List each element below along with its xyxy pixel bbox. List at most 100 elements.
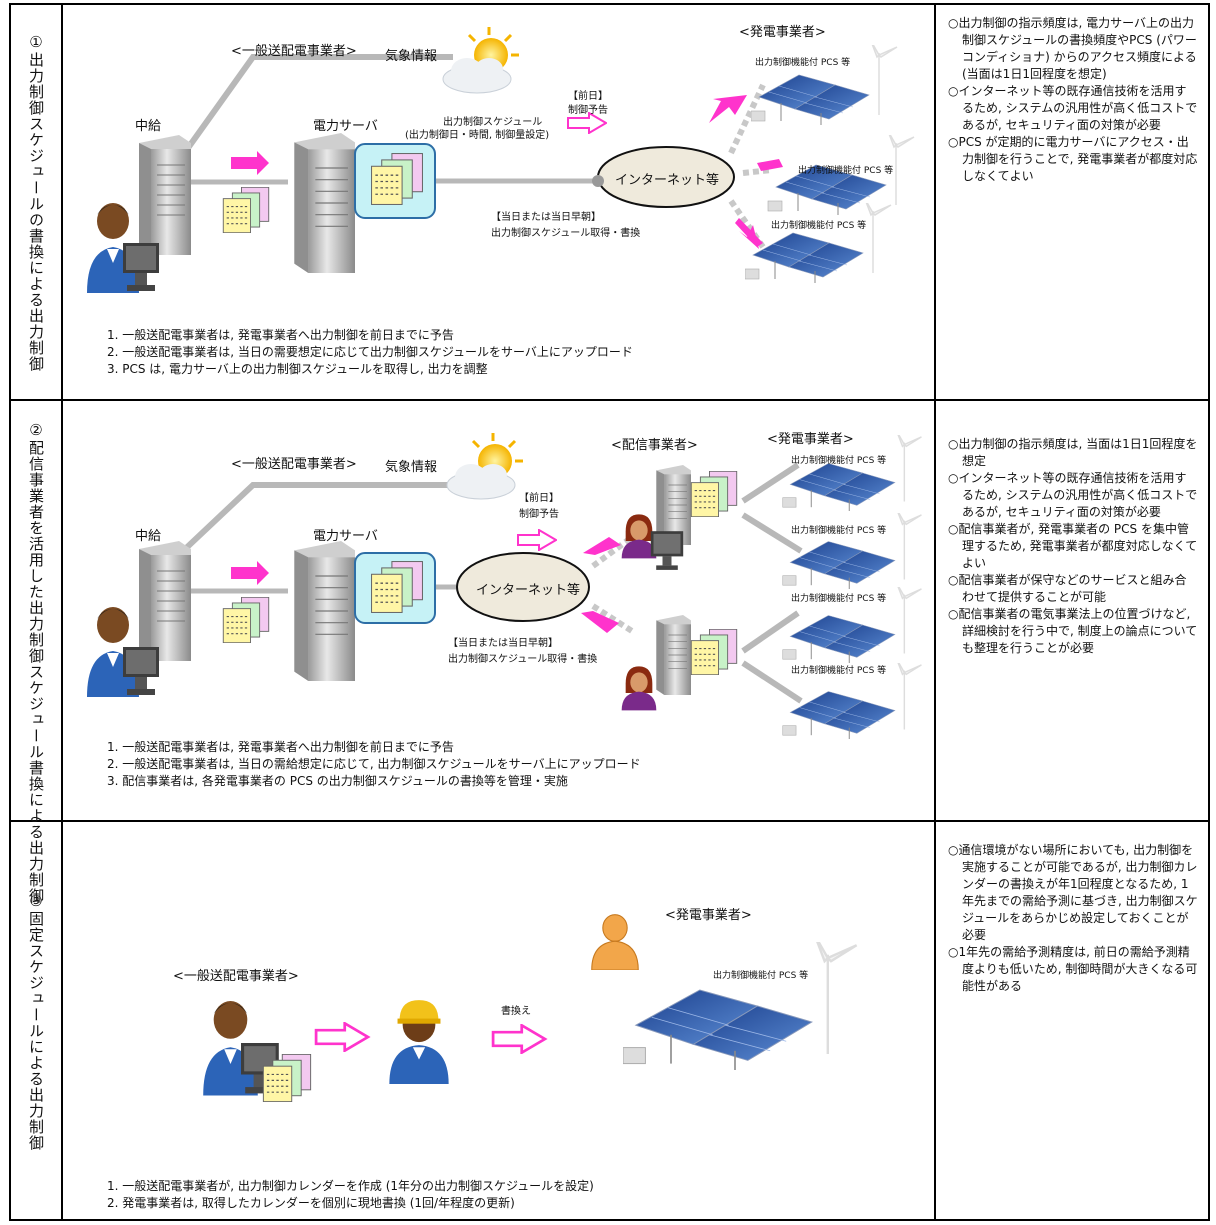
internet-bubble-2: [456, 552, 590, 622]
solar-farm-3-icon: [745, 203, 892, 283]
row2-drawing: [87, 431, 923, 739]
weather-icon-2: [445, 431, 525, 501]
distributor-monitor-1: [650, 531, 684, 570]
same-day-label-2: 【当日または当日早朝】: [448, 638, 558, 649]
distributor-label: <配信事業者>: [611, 438, 698, 453]
server-label-2: 電力サーバ: [313, 529, 378, 544]
note: ○PCS が定期的に電力サーバにアクセス・出力制御を行うことで, 発電事業者が都…: [948, 135, 1198, 183]
generator-person-icon: [587, 908, 643, 970]
row3-steps: 1. 一般送配電事業者が, 出力制御カレンダーを作成 (1年分の出力制御スケジュ…: [107, 1178, 594, 1212]
arrow-prev-notice: [567, 112, 607, 134]
solar-farm-5-icon: [782, 513, 923, 589]
step: 2. 一般送配電事業者は, 当日の需要想定に応じて出力制御スケジュールをサーバ上…: [107, 345, 633, 359]
pcs-label-8: 出力制御機能付 PCS 等: [713, 971, 809, 981]
server-label: 電力サーバ: [313, 119, 378, 134]
note: ○1年先の需給予測精度は, 前日の需給予測精度よりも低いため, 制御時間が大きく…: [948, 945, 1198, 993]
row1-label-text: ①出力制御スケジュールの書換による出力制御: [27, 32, 45, 372]
pcs-label-6: 出力制御機能付 PCS 等: [791, 594, 887, 604]
note: ○出力制御の指示頻度は, 当面は1日1回程度を想定: [948, 437, 1198, 468]
step: 1. 一般送配電事業者は, 発電事業者へ出力制御を前日までに予告: [107, 740, 454, 754]
step: 3. 配信事業者は, 各発電事業者の PCS の出力制御スケジュールの書換等を管…: [107, 774, 568, 788]
general-operator-label: <一般送配電事業者>: [231, 44, 357, 59]
arrow-bottom-to-internet: [735, 218, 763, 247]
power-server-icon-2: [293, 541, 355, 681]
calendar-docs-icon-2: [222, 597, 270, 643]
general-operator-label-2: <一般送配電事業者>: [231, 457, 357, 472]
note: ○出力制御の指示頻度は, 電力サーバ上の出力制御スケジュールの書換頻度やPCS …: [948, 16, 1197, 81]
row1-steps: 1. 一般送配電事業者は, 発電事業者へ出力制御を前日までに予告 2. 一般送配…: [107, 327, 633, 378]
step: 3. PCS は, 電力サーバ上の出力制御スケジュールを取得し, 出力を調整: [107, 362, 488, 376]
row2-diagram: <一般送配電事業者> 気象情報 中給 電力サーバ <配信事業者> <発電事業者>…: [63, 401, 934, 820]
line-central-to-weather-2: [180, 482, 453, 554]
arrow-central-to-server-2: [231, 561, 269, 585]
worker-icon: [389, 1000, 449, 1084]
row-divider-1: [9, 399, 1210, 401]
power-server-icon: [293, 133, 355, 273]
arrow-operator-to-worker: [314, 1022, 370, 1052]
weather-label: 気象情報: [385, 49, 438, 64]
row1-notes: ○出力制御の指示頻度は, 電力サーバ上の出力制御スケジュールの書換頻度やPCS …: [948, 15, 1198, 185]
same-day-action-label-2: 出力制御スケジュール取得・書換: [448, 654, 598, 665]
step: 2. 一般送配電事業者は, 当日の需給想定に応じて, 出力制御スケジュールをサー…: [107, 757, 641, 771]
weather-label-2: 気象情報: [385, 460, 438, 475]
row1-drawing: [87, 25, 915, 293]
central-label: 中給: [135, 119, 162, 134]
pcs-label-4: 出力制御機能付 PCS 等: [791, 456, 887, 466]
pcs-label-3: 出力制御機能付 PCS 等: [771, 221, 867, 231]
row3-diagram: <一般送配電事業者> <発電事業者> 書換え 出力制御機能付 PCS 等 1. …: [63, 822, 934, 1220]
arrow-distributor2-to-internet: [581, 611, 619, 633]
dotted-links-row1: [728, 83, 772, 249]
note: ○インターネット等の既存通信技術を活用するため, システムの汎用性が高く低コスト…: [948, 471, 1198, 519]
note: ○配信事業者が, 発電事業者の PCS を集中管理するため, 発電事業者が都度対…: [948, 522, 1198, 570]
distributor-docs-2-icon: [690, 629, 738, 675]
generator-label: <発電事業者>: [739, 25, 826, 40]
prev-notice-label-2: 制御予告: [519, 509, 559, 520]
step: 1. 一般送配電事業者は, 発電事業者へ出力制御を前日までに予告: [107, 328, 454, 342]
central-label-2: 中給: [135, 529, 162, 544]
note: ○インターネット等の既存通信技術を活用するため, システムの汎用性が高く低コスト…: [948, 84, 1198, 132]
central-server-icon-2: [138, 541, 191, 661]
generator-label-3: <発電事業者>: [665, 908, 752, 923]
prev-notice-label: 制御予告: [568, 105, 608, 116]
same-day-label: 【当日または当日早朝】: [491, 212, 601, 223]
row3-notes: ○通信環境がない場所においても, 出力制御を実施することが可能であるが, 出力制…: [948, 842, 1198, 995]
arrow-distributor1-to-internet: [583, 537, 621, 555]
general-operator-label-3: <一般送配電事業者>: [173, 969, 299, 984]
prev-day-label: 【前日】: [568, 91, 608, 102]
note: ○配信事業者の電気事業法上の位置づけなど, 詳細検討を行う中で, 制度上の論点に…: [948, 607, 1198, 655]
schedule-title: 出力制御スケジュール: [443, 117, 543, 128]
row2-label-text: ②配信事業者を活用した出力制御スケジュール書換による出力制御: [27, 420, 45, 904]
note: ○通信環境がない場所においても, 出力制御を実施することが可能であるが, 出力制…: [948, 843, 1198, 942]
row1-label: ①出力制御スケジュールの書換による出力制御: [11, 5, 61, 399]
note: ○配信事業者が保守などのサービスと組み合わせて提供することが可能: [948, 573, 1187, 604]
row3-label: ③固定スケジュールによる出力制御: [11, 822, 61, 1220]
distributor-server-2-icon: [655, 614, 691, 696]
distributor-person-2-icon: [621, 666, 657, 711]
row1-diagram: <一般送配電事業者> 気象情報 中給 電力サーバ 出力制御スケジュール (出力制…: [63, 5, 934, 399]
row2-label: ②配信事業者を活用した出力制御スケジュール書換による出力制御: [11, 401, 61, 904]
line-central-to-weather: [180, 54, 453, 157]
same-day-action-label: 出力制御スケジュール取得・書換: [491, 228, 641, 239]
pcs-label-2: 出力制御機能付 PCS 等: [798, 166, 894, 176]
internet-node: [592, 175, 604, 187]
pcs-label-7: 出力制御機能付 PCS 等: [791, 666, 887, 676]
table-frame: [9, 3, 1210, 1221]
internet-label-2: インターネット等: [476, 583, 581, 598]
calendar-docs-icon: [222, 187, 270, 233]
arrow-prev-notice-2: [517, 529, 557, 551]
solar-farm-8-icon: [623, 942, 858, 1070]
arrow-rewrite: [491, 1024, 547, 1054]
distributor-docs-1-icon: [690, 471, 738, 517]
arrow-central-to-server: [231, 151, 269, 175]
solar-farm-1-icon: [751, 45, 898, 125]
pcs-label-5: 出力制御機能付 PCS 等: [791, 526, 887, 536]
schedule-detail: (出力制御日・時間, 制御量設定): [405, 130, 550, 141]
internet-label: インターネット等: [615, 173, 720, 188]
notes-column-divider: [934, 3, 936, 1221]
row2-steps: 1. 一般送配電事業者は, 発電事業者へ出力制御を前日までに予告 2. 一般送配…: [107, 739, 641, 790]
prev-day-label-2: 【前日】: [519, 493, 559, 504]
weather-icon: [441, 25, 521, 95]
row2-notes: ○出力制御の指示頻度は, 当面は1日1回程度を想定 ○インターネット等の既存通信…: [948, 436, 1198, 657]
step: 1. 一般送配電事業者が, 出力制御カレンダーを作成 (1年分の出力制御スケジュ…: [107, 1179, 594, 1193]
distributor-links: [741, 462, 803, 704]
